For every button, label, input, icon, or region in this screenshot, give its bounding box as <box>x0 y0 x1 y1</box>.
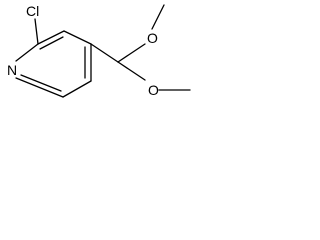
upper-oxygen-label: O <box>147 30 158 46</box>
chlorine-label: Cl <box>26 3 39 19</box>
bond-c3-c4 <box>63 30 92 45</box>
ring-nitrogen-label: N <box>7 62 17 78</box>
bond-c2-c3 <box>37 30 65 45</box>
bond-c2-c3-double <box>39 36 64 50</box>
bond-upper-oxygen-methyl <box>151 4 165 30</box>
bond-c5-c6 <box>62 80 92 98</box>
bond-c6-n-double <box>20 74 62 92</box>
lower-oxygen-label: O <box>148 82 159 98</box>
bond-n-c2 <box>15 43 39 62</box>
bond-c2-cl <box>34 18 39 45</box>
bond-c4-acetal-carbon <box>90 43 119 63</box>
structure-diagram: Cl N O O <box>7 3 191 98</box>
bond-c6-n <box>15 77 64 98</box>
bond-acetal-carbon-lower-oxygen <box>117 61 146 81</box>
bond-acetal-carbon-upper-oxygen <box>117 43 146 63</box>
chemical-structure-canvas: Cl N O O <box>0 0 196 121</box>
